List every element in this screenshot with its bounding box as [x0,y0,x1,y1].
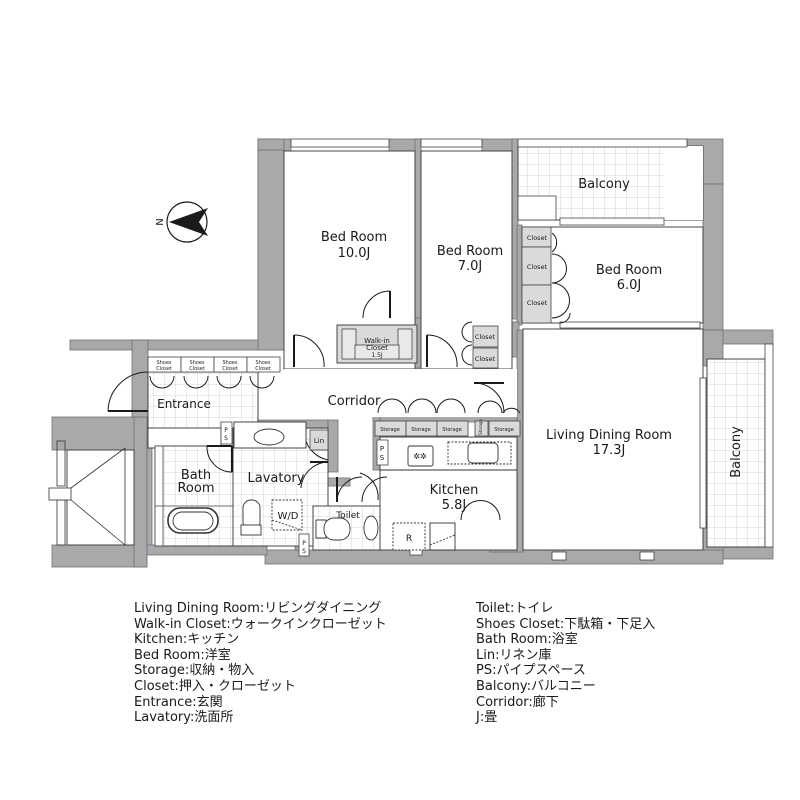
fridge-box [392,522,426,551]
toilet-label: Toilet [335,511,360,521]
legend-item: Kitchen:キッチン [134,632,240,648]
walk-in-label-2: Closet [366,344,388,352]
ps-label: P [380,445,384,453]
stove-icon [407,445,434,467]
storage-4 [474,420,489,437]
balcony-top-label: Balcony [578,177,630,192]
lavatory-label: Lavatory [248,471,305,486]
balcony-right-floor [706,358,766,548]
closet-label: Closet [527,263,548,271]
wd-label: W/D [278,511,299,522]
shoes-closet-label: Closet [156,366,172,372]
shoes-closet-label: Shoes [255,360,270,366]
svg-text:✲✲: ✲✲ [413,452,427,461]
living-floor [522,328,704,551]
ps-entrance [220,421,233,445]
storage-label: Storage [380,427,400,433]
walk-in-size: 1.5J [371,352,383,359]
compass-north-label: N [153,218,164,225]
shoes-closet-label: Closet [255,366,271,372]
kitchen-name: Kitchen [430,483,479,498]
closet-br3-2 [521,246,552,286]
bedroom-3-name: Bed Room [596,263,662,278]
storage-5 [488,420,521,437]
legend-item: Lavatory:洗面所 [134,710,234,726]
room-labels: Bed Room 10.0J Bed Room 7.0J Balcony Bed… [157,177,744,521]
legend-left: Living Dining Room:リビングダイニング Walk-in Clo… [134,601,387,726]
bedroom-3-size: 6.0J [617,278,642,293]
legend-item: Walk-in Closet:ウォークインクローゼット [134,616,387,632]
shoes-closet-label: Closet [222,366,238,372]
living-name: Living Dining Room [546,428,672,443]
legend-item: Entrance:玄関 [134,694,223,710]
walk-in-label-1: Walk-in [364,337,390,345]
legend-item: J:畳 [476,710,498,726]
bath-label-1: Bath [181,468,211,483]
bedroom-2-name: Bed Room [437,244,503,259]
bedroom-3-floor [521,226,704,324]
fridge-label: R [406,534,412,544]
stairwell-lines [48,440,126,546]
fixtures: ✲✲ [167,421,517,551]
closet-br3-3 [521,284,552,324]
ps-label: P [224,427,228,434]
corridor-floor [284,369,517,417]
kitchen-size: 5.8J [442,498,467,513]
ps-kitchen [376,439,389,466]
legend-item: Lin:リネン庫 [476,647,552,663]
ps-label: P [302,540,306,547]
closet-label: Closet [527,299,548,307]
closet-br2-2 [472,347,499,369]
ps-label: S [224,435,228,442]
fixture-labels: Shoes Closet Shoes Closet Shoes Closet S… [156,234,547,555]
closet-br2-1 [472,325,499,348]
bedroom-2-size: 7.0J [458,259,483,274]
balcony-right-label: Balcony [729,426,744,478]
linen-closet [309,429,329,451]
storage-3 [436,420,469,437]
legend-item: Balcony:バルコニー [476,678,596,694]
ps-label: S [380,454,385,462]
bedroom-1-name: Bed Room [321,230,387,245]
shoes-closet-label: Closet [189,366,205,372]
doors [107,232,571,521]
floor-plan: N [48,138,774,568]
compass-icon: N [153,201,208,243]
entrance-label: Entrance [157,397,211,411]
legend-item: Corridor:廊下 [476,694,559,710]
legend-item: Bed Room:洋室 [134,647,231,663]
stairwell [66,449,135,546]
ps-toilet [298,533,310,557]
shoes-closet-label: Shoes [156,360,171,366]
legend-item: Closet:押入・クローゼット [134,678,296,694]
living-size: 17.3J [593,443,626,458]
corridor-label: Corridor [328,394,381,409]
shoes-closet-label: Shoes [189,360,204,366]
ps-label: S [302,548,306,555]
storage-label: Storage [442,427,462,433]
sink-icon [253,428,285,446]
closet-label: Closet [475,355,496,363]
closet-label: Closet [527,234,548,242]
storage-boxes [147,226,552,557]
shoes-closet-4 [246,356,281,373]
shoes-closet-label: Shoes [222,360,237,366]
legend-item: Living Dining Room:リビングダイニング [134,601,382,616]
bedroom-1-size: 10.0J [338,246,371,261]
legend-right: Toilet:トイレ Shoes Closet:下駄箱・下足入 Bath Roo… [476,601,655,726]
legend-item: PS:パイプスペース [476,663,586,679]
windows [290,138,774,561]
bath-label-2: Room [177,481,214,496]
closet-label: Closet [475,333,496,341]
storage-label: Storage [478,419,483,435]
storage-label: Storage [411,427,431,433]
legend-item: Shoes Closet:下駄箱・下足入 [476,616,656,632]
lin-label: Lin [314,437,324,445]
storage-label: Storage [494,427,514,433]
legend-item: Toilet:トイレ [476,601,554,616]
legend-item: Storage:収納・物入 [134,663,255,679]
legend-item: Bath Room:浴室 [476,632,578,648]
